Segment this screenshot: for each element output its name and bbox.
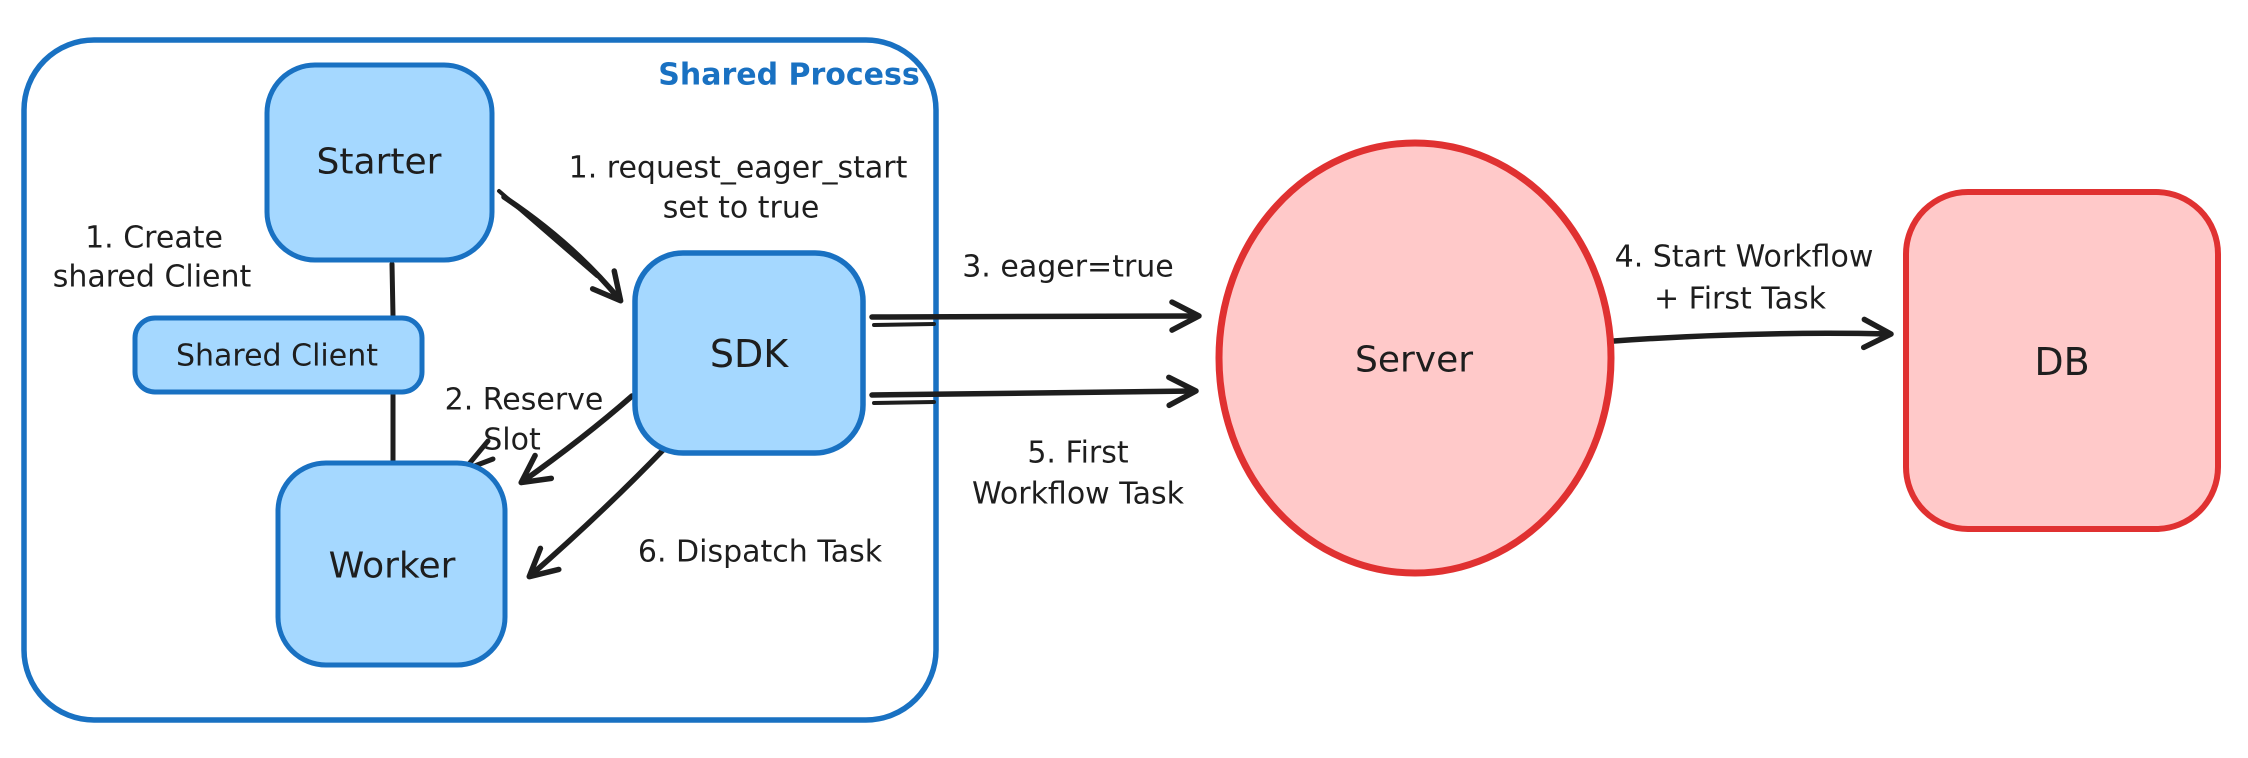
annotation-dispatch-task-line1: 6. Dispatch Task [638,535,883,570]
annotation-start-workflow-line2: + First Task [1654,282,1827,317]
annotation-request-eager-start-line1: 1. request_eager_start [569,151,908,186]
annotation-dispatch-task: 6. Dispatch Task [638,535,883,570]
arrow-server-db [1611,316,1894,351]
annotation-request-eager-start-line2: set to true [663,191,820,226]
node-db: DB [1903,189,2221,532]
node-shared-client: Shared Client [132,315,425,395]
node-sdk-label: SDK [710,332,789,376]
annotation-start-workflow-line1: 4. Start Workflow [1615,240,1874,275]
arrow-starter-sdk-overdraw [497,189,599,278]
node-starter: Starter [264,62,495,263]
arrow-starter-sdk [497,189,624,304]
arrow-eager-overdraw [872,322,936,327]
node-worker-label: Worker [329,546,456,587]
node-db-label: DB [2034,340,2089,384]
annotation-reserve-slot: 2. Reserve Slot [445,383,604,458]
node-starter-label: Starter [317,142,442,183]
annotation-create-shared-client: 1. Create shared Client [53,221,252,295]
shared-process-container [21,37,939,723]
annotation-reserve-slot-line2: Slot [483,423,541,458]
annotation-request-eager-start: 1. request_eager_start set to true [569,151,908,226]
annotation-create-shared-client-line2: shared Client [53,260,252,295]
node-server: Server [1215,139,1615,577]
node-server-label: Server [1355,340,1473,381]
shared-process-group: Shared Process [21,37,939,723]
annotation-start-workflow-first-task: 4. Start Workflow + First Task [1615,240,1874,317]
annotation-first-workflow-task: 5. First Workflow Task [972,436,1185,512]
annotation-first-workflow-task-line1: 5. First [1027,436,1129,471]
node-sdk: SDK [632,250,866,456]
arrow-sdk-worker-dispatch [526,446,667,580]
annotation-first-workflow-task-line2: Workflow Task [972,477,1185,512]
annotation-create-shared-client-line1: 1. Create [85,221,223,256]
shared-process-label: Shared Process [658,58,920,93]
arrow-first-task-overdraw [872,400,936,405]
annotation-eager-true: 3. eager=true [962,250,1174,285]
node-shared-client-label: Shared Client [176,339,378,374]
arrow-sdk-server-eager [869,299,1202,333]
arrow-sdk-server-first-task [869,374,1199,409]
annotation-eager-true-line1: 3. eager=true [962,250,1174,285]
node-worker: Worker [275,460,508,668]
annotation-reserve-slot-line1: 2. Reserve [445,383,604,418]
edge-starter-shared-client [389,261,396,319]
